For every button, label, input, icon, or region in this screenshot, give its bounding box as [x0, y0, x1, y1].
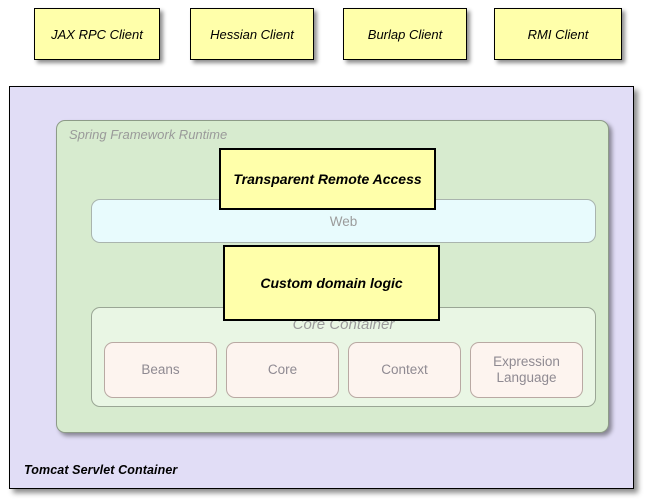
client-label: RMI Client — [527, 26, 589, 42]
client-box-jax-rpc[interactable]: JAX RPC Client — [34, 8, 160, 60]
core-module-label: Core — [267, 362, 298, 378]
core-module-expression-language[interactable]: Expression Language — [470, 342, 583, 398]
client-box-rmi[interactable]: RMI Client — [494, 8, 622, 60]
web-layer-label: Web — [329, 213, 358, 229]
client-label: Hessian Client — [210, 26, 294, 42]
custom-domain-logic-box[interactable]: Custom domain logic — [223, 245, 440, 321]
core-module-row: Beans Core Context Expression Language — [104, 342, 583, 398]
client-label: JAX RPC Client — [51, 26, 143, 42]
core-module-label: Context — [381, 362, 428, 378]
spring-framework-runtime-label: Spring Framework Runtime — [69, 127, 228, 142]
core-module-label: Beans — [141, 362, 180, 378]
client-label: Burlap Client — [367, 26, 443, 42]
core-module-label: Expression Language — [493, 354, 560, 385]
transparent-remote-access-label: Transparent Remote Access — [233, 171, 422, 187]
core-module-beans[interactable]: Beans — [104, 342, 217, 398]
custom-domain-logic-label: Custom domain logic — [260, 275, 403, 291]
core-module-context[interactable]: Context — [348, 342, 461, 398]
tomcat-servlet-container-label: Tomcat Servlet Container — [24, 463, 178, 477]
client-box-burlap[interactable]: Burlap Client — [343, 8, 467, 60]
core-container: Core Container Beans Core Context Expres… — [91, 307, 596, 407]
client-box-hessian[interactable]: Hessian Client — [190, 8, 314, 60]
transparent-remote-access-box[interactable]: Transparent Remote Access — [219, 148, 436, 210]
core-module-core[interactable]: Core — [226, 342, 339, 398]
